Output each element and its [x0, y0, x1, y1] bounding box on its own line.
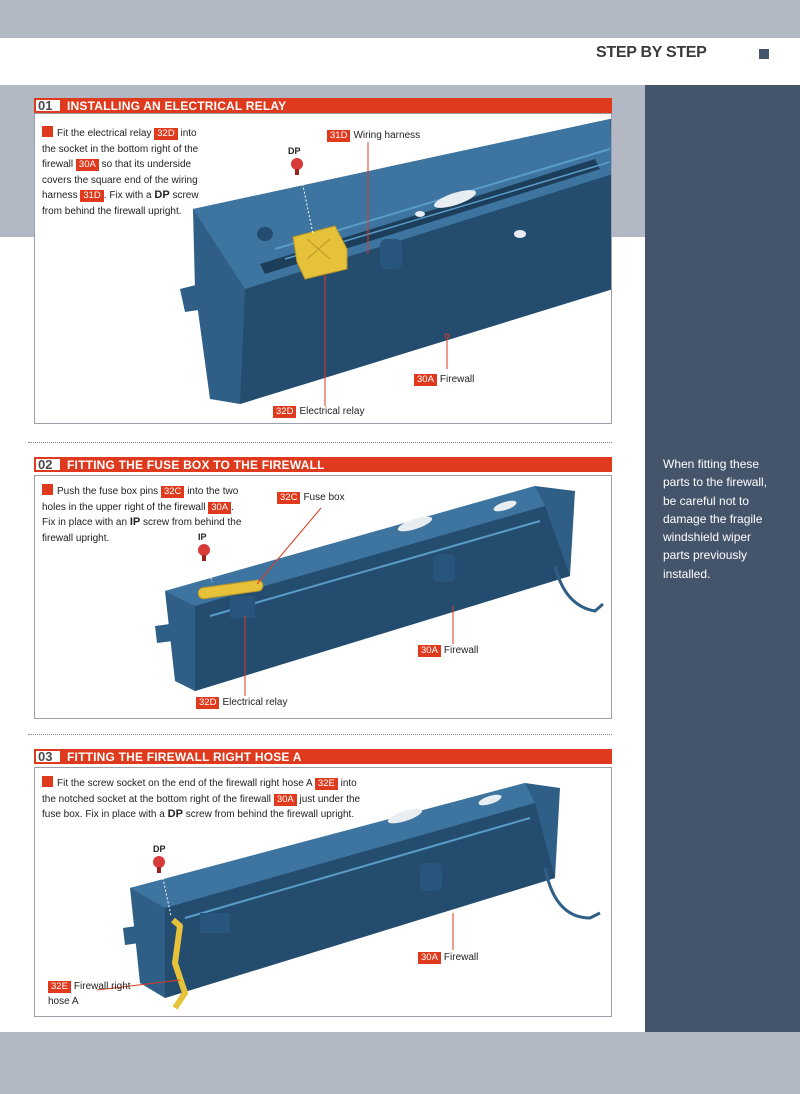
sidebar-note: When fitting these parts to the firewall… — [663, 457, 768, 581]
page-title: STEP BY STEP — [596, 44, 707, 62]
step-02-panel: Push the fuse box pins 32C into the two … — [34, 475, 612, 719]
page-title-left: STEP — [596, 44, 637, 61]
part-tag: 32C — [160, 486, 185, 498]
step-03-instruction: Fit the screw socket on the end of the f… — [42, 776, 361, 820]
step-03-panel: Fit the screw socket on the end of the f… — [34, 767, 612, 1017]
step-03-illustration — [96, 783, 601, 1010]
screw-label: DP — [153, 844, 166, 854]
step-01-header: 01 INSTALLING AN ELECTRICAL RELAY — [34, 98, 612, 113]
header-square-icon — [759, 49, 769, 59]
step-03-title: FITTING THE FIREWALL RIGHT HOSE A — [67, 750, 302, 764]
step-01-illustration — [180, 119, 611, 406]
part-tag: 31D — [80, 190, 104, 202]
step-01-panel: Fit the electrical relay 32D into the so… — [34, 113, 612, 424]
bottom-band — [0, 1032, 800, 1094]
step-02-illustration — [155, 486, 604, 696]
part-tag: 30A — [208, 501, 232, 514]
step-01-title: INSTALLING AN ELECTRICAL RELAY — [67, 99, 287, 113]
part-tag: 32D — [154, 128, 178, 140]
step-03-header: 03 FITTING THE FIREWALL RIGHT HOSE A — [34, 749, 612, 764]
part-tag: 32E — [314, 778, 338, 790]
step-01-number: 01 — [34, 98, 62, 113]
section-divider — [28, 442, 612, 443]
bullet-square-icon — [42, 776, 53, 787]
part-tag: 30A — [75, 159, 99, 171]
step-03-number: 03 — [34, 749, 62, 764]
step-02-header: 02 FITTING THE FUSE BOX TO THE FIREWALL — [34, 457, 612, 472]
page-title-right: BY STEP — [640, 44, 707, 61]
screw-label: DP — [288, 146, 301, 156]
step-01-instruction: Fit the electrical relay 32D into the so… — [42, 126, 199, 217]
top-band — [0, 0, 800, 38]
step-02-number: 02 — [34, 457, 62, 472]
section-divider — [28, 734, 612, 735]
screw-label: IP — [198, 532, 207, 542]
sidebar-column — [645, 85, 800, 1033]
step-02-title: FITTING THE FUSE BOX TO THE FIREWALL — [67, 458, 325, 472]
part-tag: 30A — [273, 793, 297, 806]
bullet-square-icon — [42, 484, 53, 495]
bullet-square-icon — [42, 126, 53, 137]
step-02-instruction: Push the fuse box pins 32C into the two … — [42, 484, 242, 544]
